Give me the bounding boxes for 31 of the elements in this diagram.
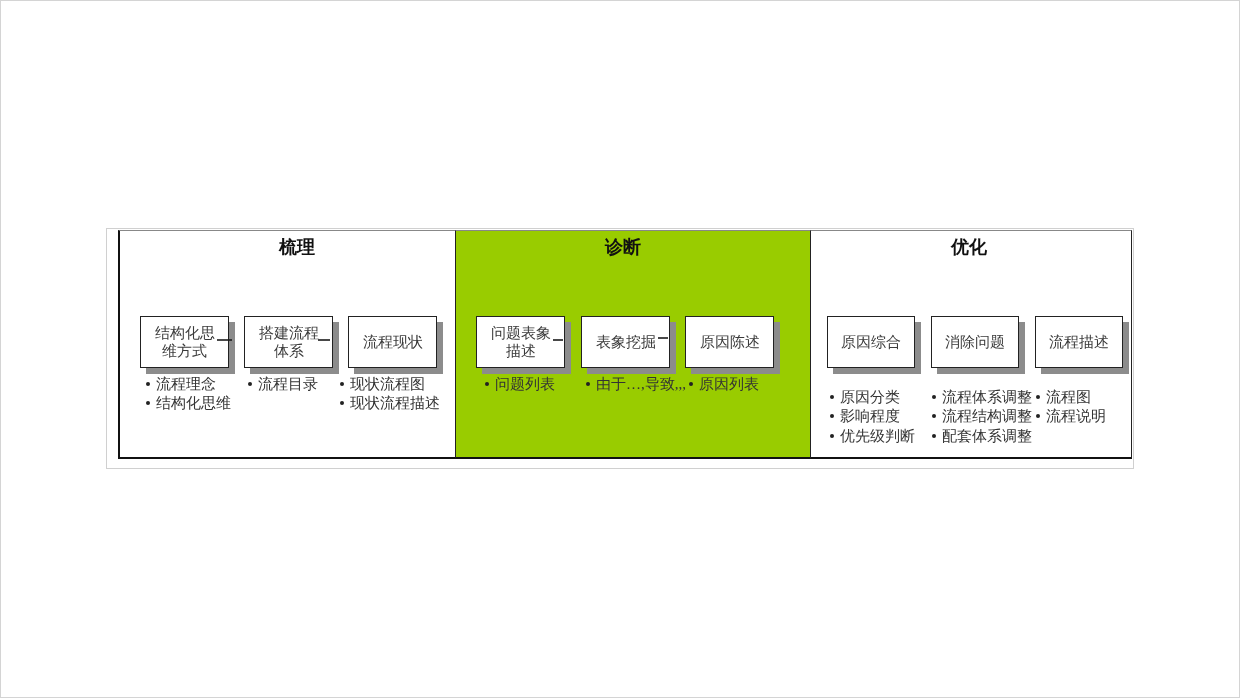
panel-heading: 诊断 — [605, 236, 641, 258]
list-item-text: 流程结构调整 — [942, 407, 1032, 426]
step-label: 原因陈述 — [699, 333, 760, 351]
list-item-text: 配套体系调整 — [942, 426, 1032, 445]
panel-heading: 优化 — [951, 236, 987, 258]
step-label: 原因综合 — [841, 333, 901, 351]
list-item-text: 流程理念 — [156, 374, 216, 393]
list-item-text: 流程说明 — [1046, 407, 1106, 426]
list-item-text: 流程目录 — [258, 374, 318, 393]
list-item-text: 原因列表 — [699, 374, 759, 393]
list-item-text: 优先级判断 — [840, 426, 915, 445]
list-item-text: 问题列表 — [495, 374, 555, 393]
step-label: 结构化思维方式 — [154, 324, 215, 360]
stage-panel — [118, 230, 455, 459]
step-label: 流程描述 — [1049, 333, 1109, 351]
list-item-text: 结构化思维 — [156, 394, 231, 413]
step-label: 表象挖掘 — [595, 333, 656, 351]
step-label: 问题表象描述 — [490, 324, 551, 360]
list-item-text: 现状流程描述 — [350, 394, 440, 413]
panel-heading: 梳理 — [279, 236, 315, 258]
step-label: 搭建流程体系 — [258, 324, 319, 360]
list-item-text: 现状流程图 — [350, 374, 425, 393]
step-label: 流程现状 — [362, 333, 423, 351]
list-item-text: 流程图 — [1046, 387, 1091, 406]
list-item-text: 影响程度 — [840, 407, 900, 426]
list-item-text: 由于…,导致,,, — [596, 374, 686, 393]
stage-panel — [810, 230, 1132, 459]
list-item-text: 原因分类 — [840, 387, 900, 406]
stage-panel — [455, 230, 810, 459]
step-label: 消除问题 — [945, 333, 1005, 351]
list-item-text: 流程体系调整 — [942, 387, 1032, 406]
